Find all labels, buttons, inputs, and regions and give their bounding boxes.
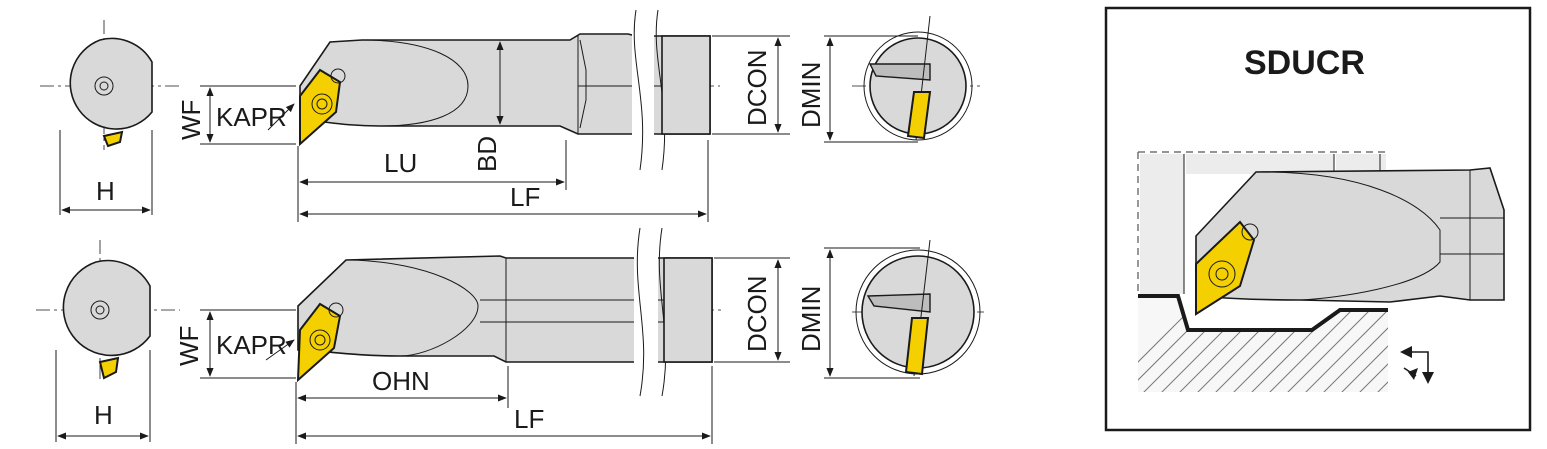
top-wf-label: WF [176, 100, 206, 140]
designation-title: SDUCR [1244, 44, 1365, 82]
top-lf-label: LF [510, 182, 540, 212]
bottom-dcon-label: DCON [742, 275, 772, 352]
designation-panel: SDUCR [1104, 6, 1532, 432]
top-front-view [852, 15, 980, 141]
top-side-view: WF KAPR BD LU LF DCON DMIN [176, 9, 918, 222]
top-dmin-label: DMIN [796, 62, 826, 128]
bottom-end-view: H [36, 240, 180, 442]
bottom-ohn-label: OHN [372, 366, 430, 396]
bottom-wf-label: WF [174, 326, 204, 366]
top-kapr-label: KAPR [216, 102, 287, 132]
top-end-view: H [40, 20, 180, 215]
bottom-lf-label: LF [514, 404, 544, 434]
top-bd-label: BD [472, 136, 502, 172]
bottom-front-view [852, 239, 984, 377]
bottom-h-label: H [94, 400, 113, 430]
bottom-dmin-label: DMIN [796, 286, 826, 352]
bottom-kapr-label: KAPR [216, 330, 287, 360]
top-lu-label: LU [384, 148, 417, 178]
top-h-label: H [96, 176, 115, 206]
top-dcon-label: DCON [742, 49, 772, 126]
bottom-side-view: WF KAPR OHN LF DCON DMIN [174, 227, 920, 444]
feed-direction-icon [1400, 346, 1434, 384]
